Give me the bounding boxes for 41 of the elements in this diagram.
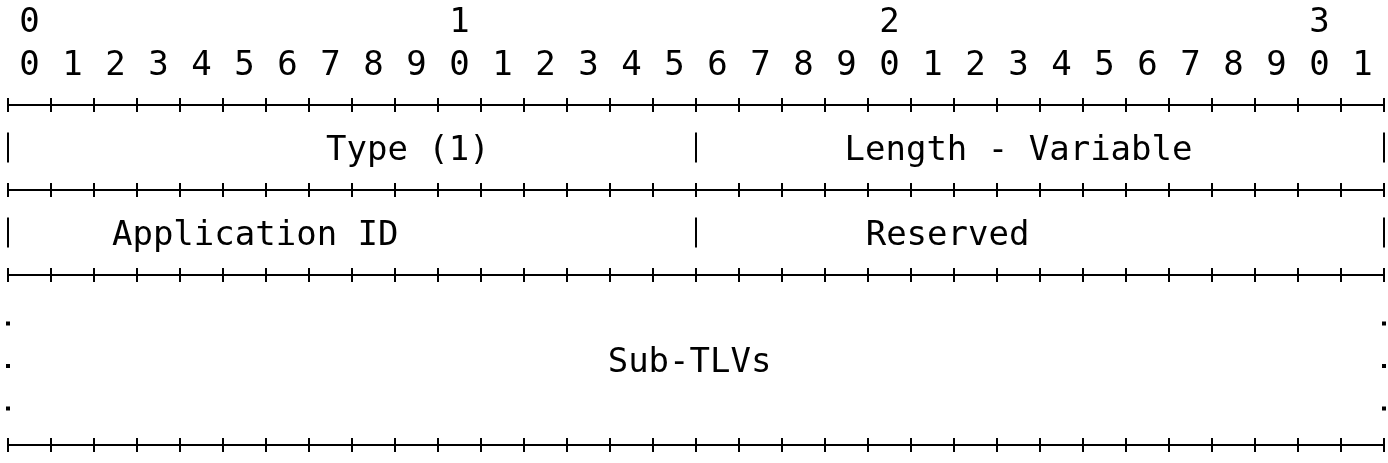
bit-number: 6 xyxy=(277,42,298,83)
bit-number: 1 xyxy=(922,42,943,83)
bit-number: 0 xyxy=(879,42,900,83)
bit-number: 2 xyxy=(965,42,986,83)
bit-number: 2 xyxy=(879,0,900,40)
bit-number: 7 xyxy=(1180,42,1201,83)
field-label: Application ID xyxy=(111,212,399,253)
field-label: Reserved xyxy=(865,212,1030,253)
bit-number: 5 xyxy=(1094,42,1115,83)
bit-number: 0 xyxy=(19,42,40,83)
bit-number: 5 xyxy=(664,42,685,83)
bit-number: 0 xyxy=(449,42,470,83)
bit-number: 4 xyxy=(1051,42,1072,83)
bit-number: 6 xyxy=(1137,42,1158,83)
bit-number: 6 xyxy=(707,42,728,83)
field-label: Sub-TLVs xyxy=(607,340,772,380)
bit-number: 1 xyxy=(1352,42,1373,83)
bit-number: 4 xyxy=(191,42,212,83)
bit-number: 1 xyxy=(62,42,83,83)
bit-number: 7 xyxy=(750,42,771,83)
bit-number: 8 xyxy=(363,42,384,83)
bit-number: 2 xyxy=(535,42,556,83)
bit-number: 7 xyxy=(320,42,341,83)
bit-number: 8 xyxy=(793,42,814,83)
bit-number: 1 xyxy=(449,0,470,40)
bit-number: 3 xyxy=(1309,0,1330,40)
bit-number: 9 xyxy=(836,42,857,83)
bit-number: 3 xyxy=(1008,42,1029,83)
bit-number: 1 xyxy=(492,42,513,83)
field-label: Type (1) xyxy=(326,127,490,168)
bit-number: 2 xyxy=(105,42,126,83)
bit-number: 8 xyxy=(1223,42,1244,83)
bit-number: 9 xyxy=(406,42,427,83)
bit-number: 4 xyxy=(621,42,642,83)
bit-number: 3 xyxy=(148,42,169,83)
field-label: Length - Variable xyxy=(844,127,1193,168)
bit-number: 9 xyxy=(1266,42,1287,83)
bit-number: 3 xyxy=(578,42,599,83)
bit-number: 0 xyxy=(19,0,40,40)
bit-number: 5 xyxy=(234,42,255,83)
bit-number: 0 xyxy=(1309,42,1330,83)
